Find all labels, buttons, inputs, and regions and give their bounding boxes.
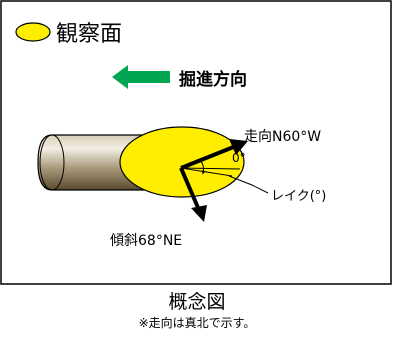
strike-label: 走向N60°W xyxy=(244,129,321,145)
observation-face-ellipse xyxy=(119,126,245,198)
rake-label: レイク(°) xyxy=(271,189,326,204)
rake-line xyxy=(180,167,233,177)
strike-arrow xyxy=(180,144,237,170)
angle-label: 0° xyxy=(232,151,246,165)
dip-arrowhead-icon xyxy=(191,205,207,222)
advance-direction-label: 掘進方向 xyxy=(179,69,247,90)
diagram-border xyxy=(0,0,392,285)
rake-leader-line xyxy=(228,175,269,194)
caption-title: 概念図 xyxy=(168,291,226,313)
dip-label: 傾斜68°NE xyxy=(110,233,182,249)
rake-reference-line xyxy=(180,167,241,170)
legend-ellipse-icon xyxy=(15,22,51,42)
caption-note: ※走向は真北で示す。 xyxy=(138,316,256,330)
strike-arrowhead-icon xyxy=(229,139,248,155)
advance-direction-arrow-icon xyxy=(112,65,170,89)
legend-label: 観察面 xyxy=(56,22,122,47)
rake-angle-arc xyxy=(199,159,206,175)
borehole-end xyxy=(39,134,65,191)
dip-arrow xyxy=(179,167,201,211)
